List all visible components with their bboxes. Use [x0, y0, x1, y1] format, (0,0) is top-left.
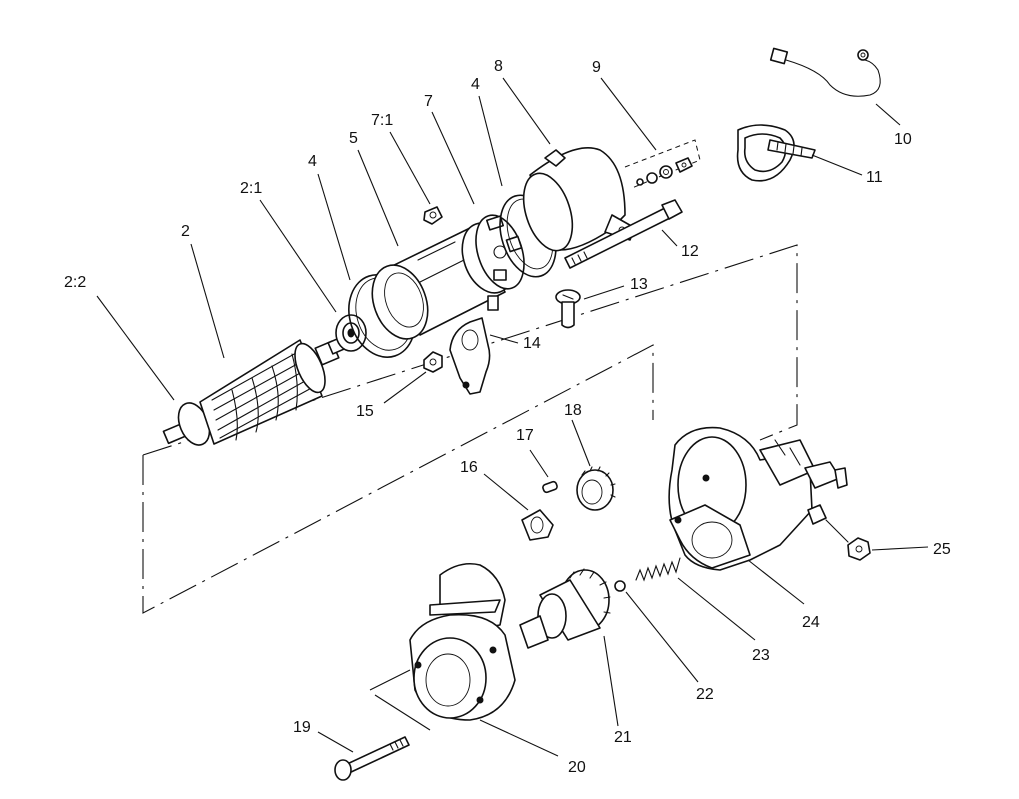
- label-12: 12: [681, 243, 699, 260]
- label-7: 7: [424, 93, 433, 110]
- strap: [736, 124, 816, 182]
- label-11: 11: [866, 169, 883, 186]
- label-10: 10: [894, 131, 912, 148]
- small-nut: [423, 206, 443, 225]
- clutch-stop: [521, 509, 554, 541]
- leader-lines: [96, 77, 929, 757]
- screw: [555, 289, 581, 329]
- brush-holder: [475, 214, 525, 311]
- label-19: 19: [293, 719, 311, 736]
- idler-gear: [576, 466, 616, 511]
- label-23: 23: [752, 647, 770, 664]
- hardware-kit: [624, 139, 701, 189]
- shift-lever: [449, 317, 491, 395]
- label-8: 8: [494, 58, 503, 75]
- label-15: 15: [356, 403, 374, 420]
- label-18: 18: [564, 402, 582, 419]
- label-16: 16: [460, 459, 478, 476]
- label-24: 24: [802, 614, 820, 631]
- label-17: 17: [516, 427, 534, 444]
- lead-wire: [769, 47, 881, 97]
- label-2-2: 2:2: [64, 274, 86, 291]
- armature: [162, 337, 345, 446]
- label-5: 5: [349, 130, 358, 147]
- steel-ball: [614, 580, 626, 592]
- gear-housing: [668, 426, 848, 571]
- pinion-clutch: [519, 568, 611, 649]
- drive-housing: [369, 562, 516, 731]
- label-2: 2: [181, 223, 190, 240]
- label-7-1: 7:1: [371, 112, 393, 129]
- lever-nut: [423, 351, 443, 373]
- label-4-right: 4: [471, 76, 480, 93]
- label-13: 13: [630, 276, 648, 293]
- label-9: 9: [592, 59, 601, 76]
- terminal-nut: [825, 519, 871, 561]
- through-bolt: [564, 199, 683, 269]
- bearing: [335, 314, 367, 352]
- label-2-1: 2:1: [240, 180, 262, 197]
- label-22: 22: [696, 686, 714, 703]
- callout-labels: 2:2 2 2:1 4 5 7:1 7 4 8 9 10 11 12 13 14…: [64, 58, 951, 776]
- label-21: 21: [614, 729, 632, 746]
- roller-pin: [542, 480, 558, 494]
- label-14: 14: [523, 335, 541, 352]
- label-25: 25: [933, 541, 951, 558]
- label-20: 20: [568, 759, 586, 776]
- spring: [635, 557, 681, 582]
- label-4-left: 4: [308, 153, 317, 170]
- long-bolt: [334, 736, 410, 781]
